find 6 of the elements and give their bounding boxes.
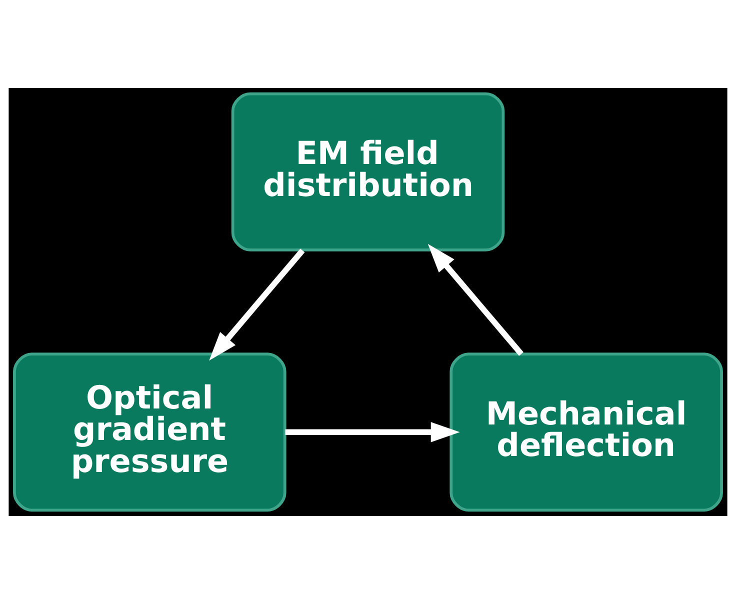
node-box: Mechanical deflection [450, 352, 723, 512]
arrow [285, 422, 460, 442]
node-box: EM field distribution [231, 92, 505, 252]
arrow [209, 248, 305, 361]
arrow [428, 244, 524, 356]
node-box: Optical gradient pressure [13, 352, 286, 512]
